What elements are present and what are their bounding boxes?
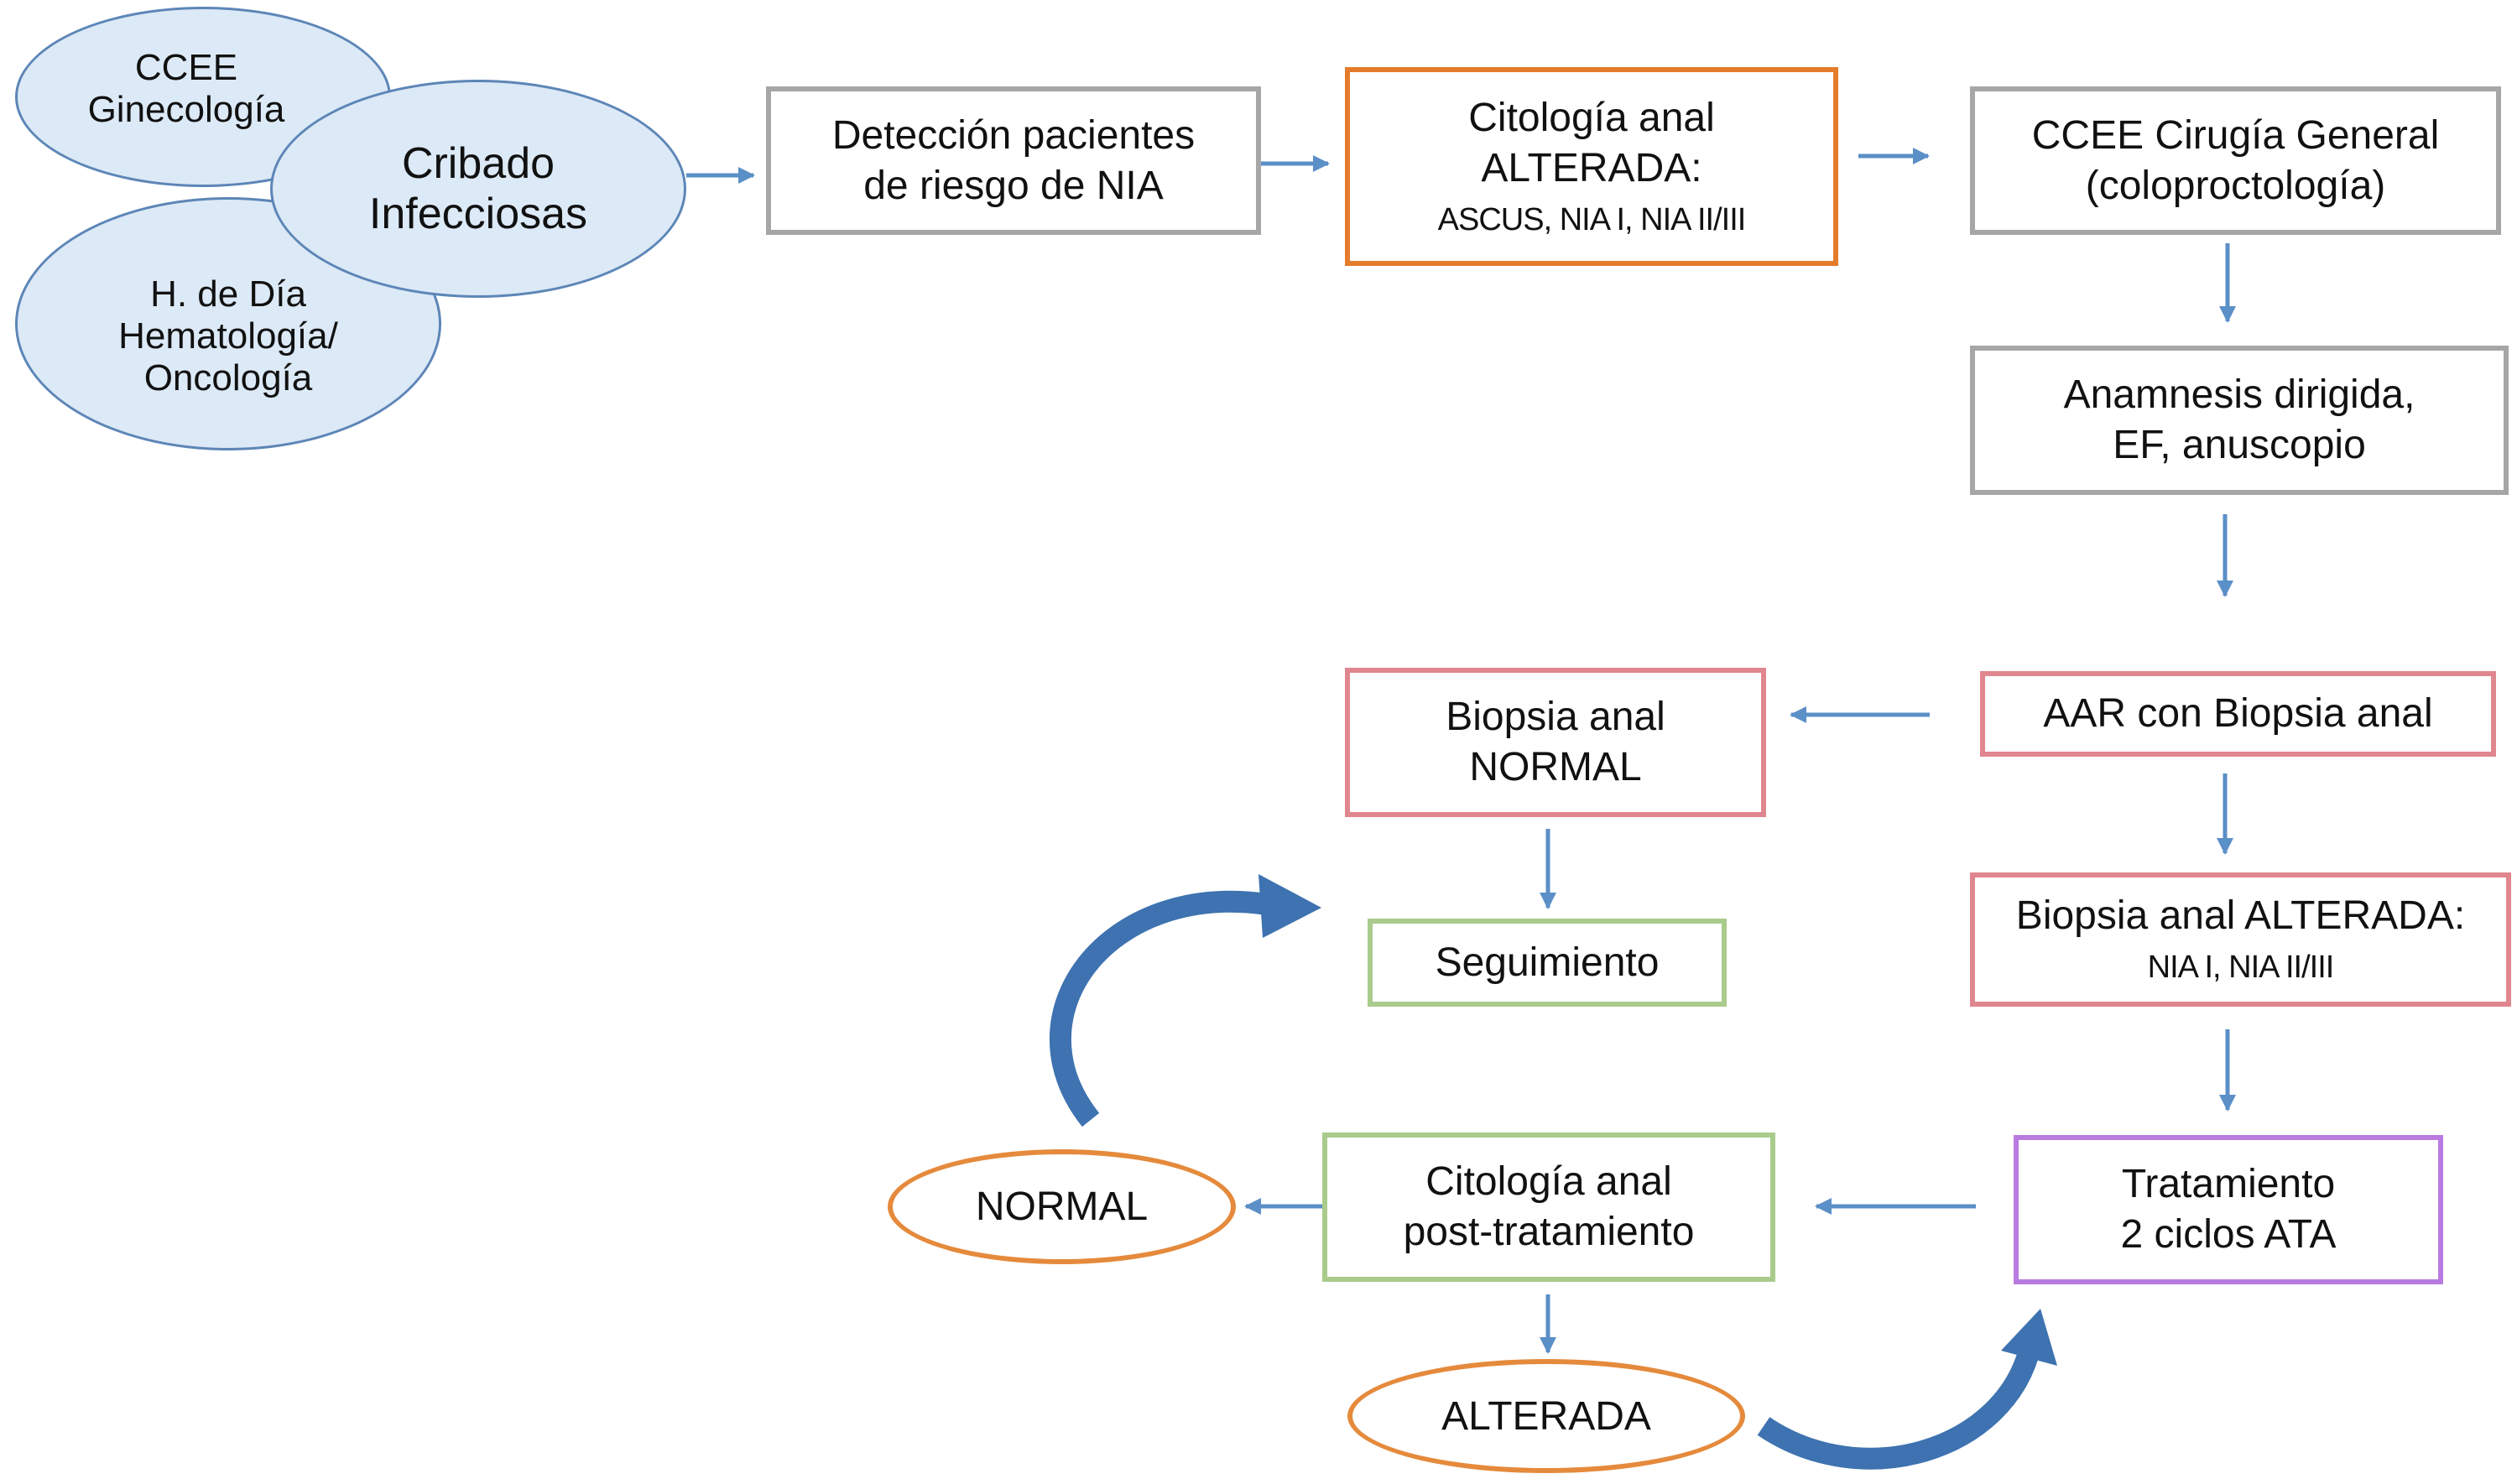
citologia-post-line2: post-tratamiento (1403, 1210, 1695, 1254)
ccee-cirugia-line2: (coloproctología) (2085, 163, 2386, 208)
outcome-alterada-label: ALTERADA (1441, 1393, 1651, 1439)
citologia-alterada-box: Citología anal ALTERADA: ASCUS, NIA I, N… (1345, 67, 1838, 266)
biopsia-alterada-line1: Biopsia anal ALTERADA: (2015, 893, 2466, 939)
aar-biopsia-box: AAR con Biopsia anal (1980, 671, 2496, 757)
biopsia-normal-line1: Biopsia anal (1446, 695, 1665, 739)
hematologia-line1: H. de Día (150, 273, 306, 315)
ginecologia-line1: CCEE (134, 46, 238, 88)
aar-line1: AAR con Biopsia anal (2043, 691, 2433, 736)
anamnesis-line2: EF, anuscopio (2113, 423, 2366, 467)
ccee-cirugia-box: CCEE Cirugía General (coloproctología) (1970, 86, 2501, 235)
deteccion-box: Detección pacientes de riesgo de NIA (766, 86, 1261, 235)
ccee-ginecologia-node: CCEE Ginecología (15, 7, 391, 187)
biopsia-alterada-box: Biopsia anal ALTERADA: NIA I, NIA II/III (1970, 872, 2511, 1007)
tratamiento-line1: Tratamiento (2121, 1162, 2336, 1206)
tratamiento-box: Tratamiento 2 ciclos ATA (2014, 1135, 2443, 1284)
tratamiento-line2: 2 ciclos ATA (2120, 1212, 2337, 1257)
anamnesis-line1: Anamnesis dirigida, (2063, 372, 2415, 417)
seguimiento-box: Seguimiento (1368, 919, 1727, 1007)
biopsia-normal-line2: NORMAL (1469, 745, 1642, 789)
citologia-post-box: Citología anal post-tratamiento (1322, 1133, 1775, 1282)
ccee-cirugia-line1: CCEE Cirugía General (2031, 112, 2440, 158)
deteccion-line2: de riesgo de NIA (863, 163, 1164, 208)
citologia-detail: ASCUS, NIA I, NIA II/III (1437, 201, 1747, 237)
biopsia-alterada-detail: NIA I, NIA II/III (2147, 950, 2335, 986)
outcome-normal-label: NORMAL (975, 1185, 1149, 1229)
deteccion-line1: Detección pacientes (831, 112, 1196, 158)
seguimiento-line1: Seguimiento (1435, 940, 1660, 985)
outcome-alterada-node: ALTERADA (1347, 1359, 1745, 1473)
cribado-line2: Infecciosas (368, 190, 588, 238)
hematologia-line2: Hematología/ (118, 315, 338, 357)
outcome-normal-node: NORMAL (888, 1149, 1236, 1264)
cribado-line1: Cribado (401, 139, 555, 188)
curved-arrow-alterada-to-tratamiento (1757, 1309, 2057, 1470)
anamnesis-box: Anamnesis dirigida, EF, anuscopio (1970, 346, 2509, 495)
curved-arrow-normal-to-seguimiento (1049, 874, 1321, 1127)
biopsia-normal-box: Biopsia anal NORMAL (1345, 668, 1766, 817)
cribado-infecciosas-node: Cribado Infecciosas (270, 80, 686, 298)
citologia-line1: Citología anal (1468, 95, 1715, 140)
citologia-post-line1: Citología anal (1425, 1159, 1672, 1204)
citologia-line2: ALTERADA: (1481, 145, 1702, 190)
ginecologia-line2: Ginecología (87, 88, 285, 130)
hematologia-line3: Oncología (143, 357, 313, 398)
